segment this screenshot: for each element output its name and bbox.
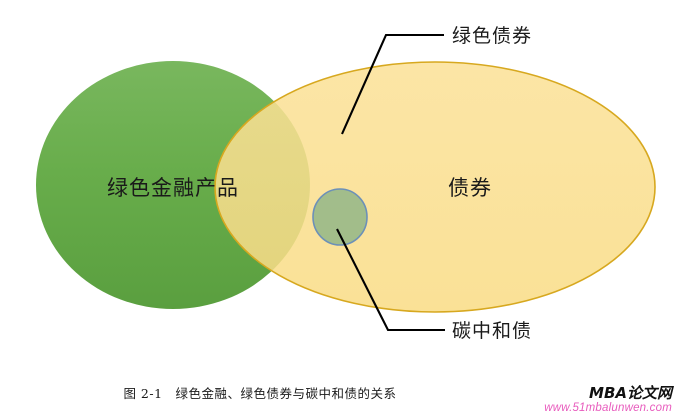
watermark-brand: MBA论文网 [589,384,672,403]
venn-circle-bonds [214,61,656,313]
venn-circle-carbon-neutral-bond [312,188,368,246]
figure-caption: 图 2-1 绿色金融、绿色债券与碳中和债的关系 [123,386,397,401]
callout-label-carbon-neutral-bond: 碳中和债 [452,320,533,342]
callout-label-green-bond: 绿色债券 [452,25,533,47]
venn-label-bonds: 债券 [448,176,492,200]
watermark: MBA论文网 www.51mbalunwen.com [544,385,672,415]
leader-line-green-bond [341,33,444,135]
watermark-url: www.51mbalunwen.com [544,402,672,415]
leader-line-carbon-neutral-bond [336,228,445,332]
venn-label-green-financial-products: 绿色金融产品 [107,176,239,200]
